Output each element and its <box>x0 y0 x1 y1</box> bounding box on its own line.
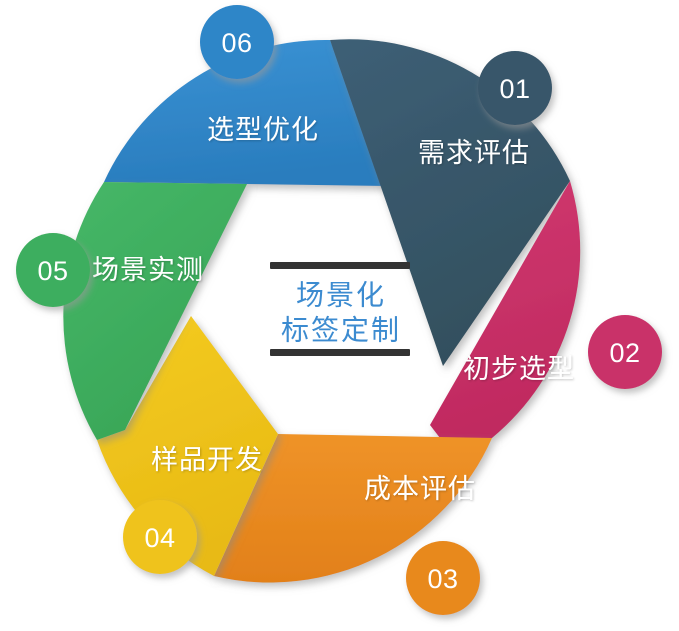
badge-03[interactable]: 03 <box>406 541 480 615</box>
badge-01[interactable]: 01 <box>478 51 552 125</box>
segment-03[interactable] <box>214 434 492 583</box>
badge-02-number: 02 <box>609 338 640 368</box>
segment-05[interactable] <box>63 182 248 440</box>
badge-06-number: 06 <box>221 28 252 58</box>
blade-labels: 选型优化 需求评估 初步选型 成本评估 样品开发 场景实测 <box>92 115 575 504</box>
segment-06[interactable] <box>104 39 386 186</box>
center-block: 场景化 标签定制 <box>270 262 410 356</box>
badge-04[interactable]: 04 <box>123 500 197 574</box>
segment-06-label: 选型优化 <box>207 115 319 145</box>
center-title-line1: 场景化 <box>296 280 386 311</box>
segment-02-label: 初步选型 <box>463 354 575 384</box>
segment-05-label: 场景实测 <box>92 255 204 285</box>
badge-01-number: 01 <box>499 74 530 104</box>
segment-04-label: 样品开发 <box>151 445 263 475</box>
badge-04-number: 04 <box>144 523 175 553</box>
segment-03-label: 成本评估 <box>364 474 476 504</box>
segment-01-label: 需求评估 <box>418 138 530 168</box>
center-rule-top <box>270 262 410 269</box>
center-rule-bottom <box>270 349 410 356</box>
badge-group: 06 01 02 03 04 05 <box>16 5 662 615</box>
segment-02[interactable] <box>430 181 581 438</box>
badge-06[interactable]: 06 <box>200 5 274 79</box>
badge-05[interactable]: 05 <box>16 233 90 307</box>
badge-05-number: 05 <box>37 256 68 286</box>
center-title-line2: 标签定制 <box>281 315 401 346</box>
badge-02[interactable]: 02 <box>588 315 662 389</box>
badge-03-number: 03 <box>427 564 458 594</box>
